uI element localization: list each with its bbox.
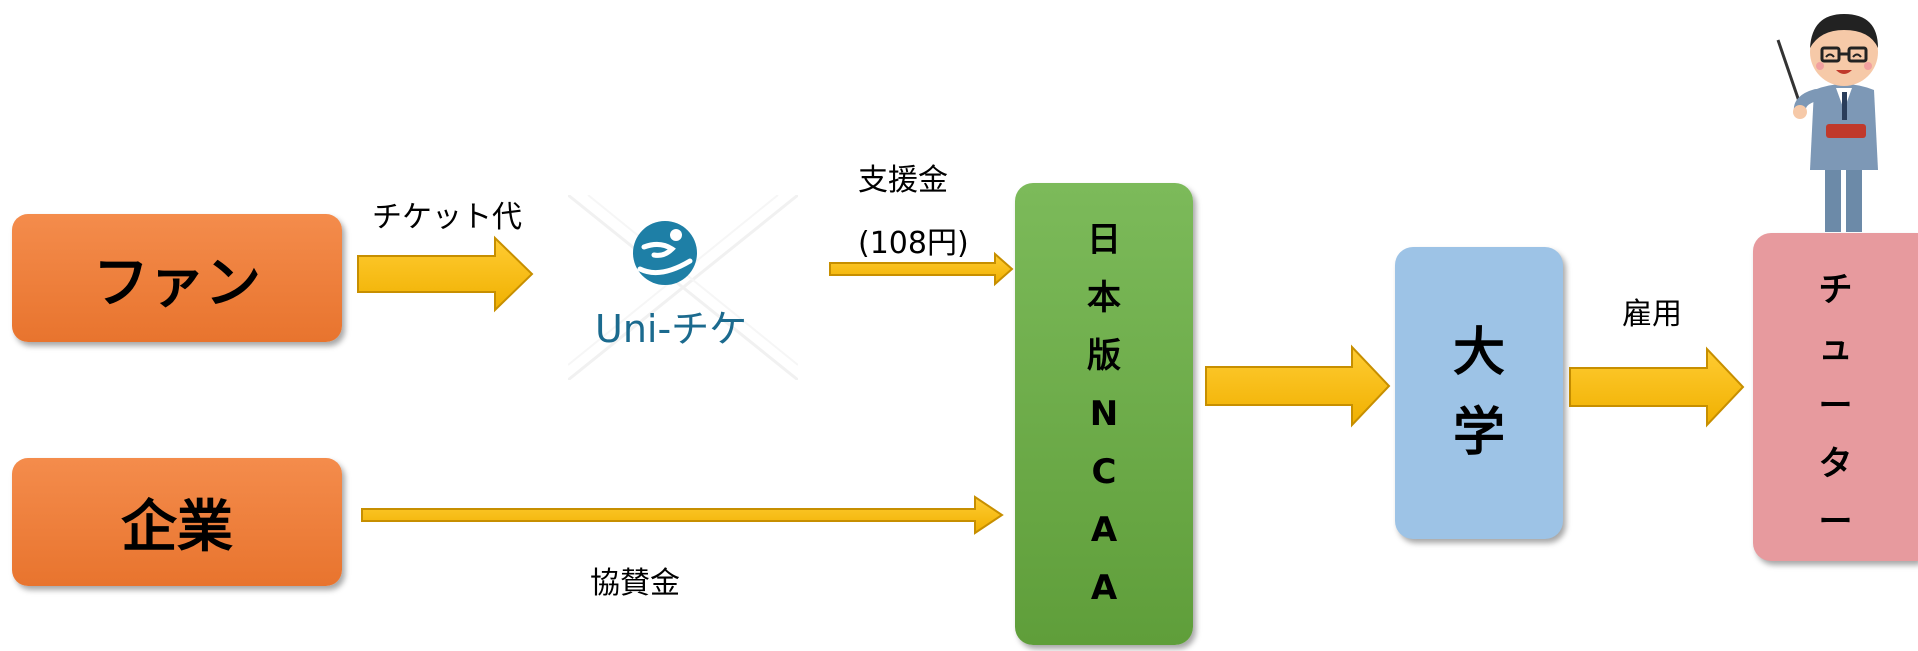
- tutor-char: ー: [1818, 502, 1853, 542]
- ncaa-char: 版: [1087, 336, 1121, 376]
- unichike-logo: [567, 193, 799, 382]
- fan-box: ファン: [12, 214, 342, 342]
- arrow-unichike-to-ncaa: [829, 251, 1014, 287]
- unichike-logo-text: Uni-チケ: [595, 307, 748, 351]
- arrow-company-to-ncaa: [361, 495, 1004, 535]
- ncaa-char: C: [1091, 452, 1117, 492]
- ncaa-char: A: [1090, 568, 1118, 608]
- support-amount-label: (108円): [858, 226, 969, 261]
- support-fund-label: 支援金: [858, 163, 948, 198]
- tutor-char: ュ: [1818, 328, 1853, 368]
- arrow-ncaa-to-university: [1205, 344, 1391, 428]
- tutor-char: タ: [1818, 444, 1853, 484]
- university-char: 大: [1452, 323, 1505, 383]
- ticket-fee-label: チケット代: [372, 200, 522, 235]
- university-box: 大 学: [1395, 247, 1563, 539]
- employment-label: 雇用: [1622, 297, 1682, 332]
- sponsorship-label: 協賛金: [590, 566, 680, 601]
- ncaa-box: 日 本 版 N C A A: [1015, 183, 1193, 645]
- runner-circle-icon: [567, 193, 799, 382]
- ncaa-char: 本: [1087, 278, 1121, 318]
- company-box: 企業: [12, 458, 342, 586]
- university-char: 学: [1452, 403, 1505, 463]
- arrow-university-to-tutor: [1569, 346, 1745, 428]
- ncaa-char: N: [1089, 394, 1119, 434]
- ncaa-char: A: [1090, 510, 1118, 550]
- tutor-box: チ ュ ー タ ー: [1753, 233, 1918, 561]
- tutor-char: チ: [1818, 270, 1853, 310]
- ncaa-char: 日: [1087, 220, 1121, 260]
- company-label: 企業: [121, 494, 233, 560]
- teacher-with-pointer-icon: [1776, 14, 1878, 232]
- arrow-fan-to-unichike: [357, 235, 534, 313]
- tutor-char: ー: [1818, 386, 1853, 426]
- fan-label: ファン: [93, 250, 261, 316]
